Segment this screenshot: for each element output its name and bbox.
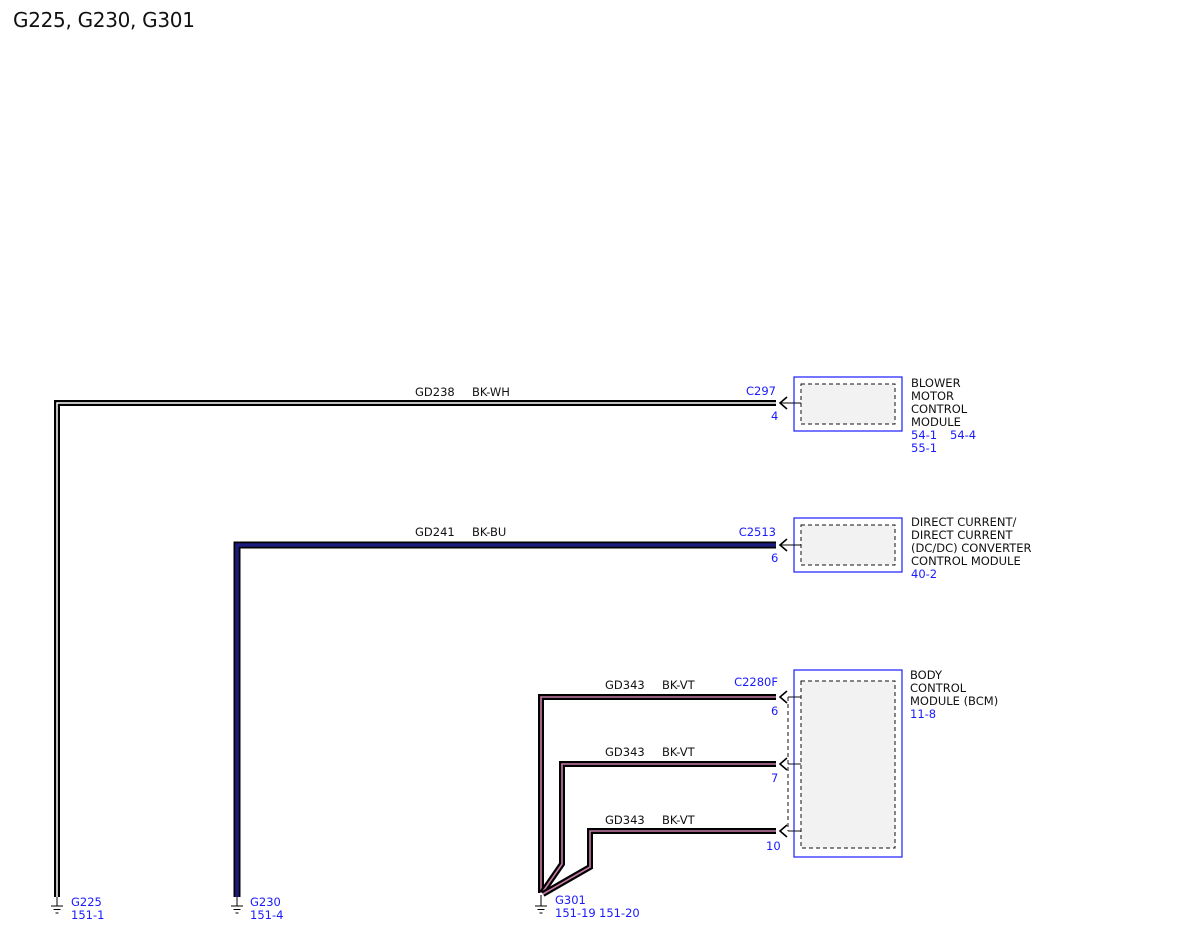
wire-gd238[interactable] bbox=[54, 400, 776, 897]
ground-icon bbox=[51, 897, 63, 914]
body-control-module[interactable] bbox=[787, 669, 903, 858]
wire-gd343-pin6[interactable] bbox=[538, 694, 776, 893]
wire-color-label: BK-WH bbox=[472, 385, 510, 399]
wire-gd343-pin7[interactable] bbox=[539, 761, 776, 895]
ground-ref[interactable]: 151-19 bbox=[555, 906, 596, 920]
pin-number: 6 bbox=[771, 704, 778, 718]
module-name-line: DIRECT CURRENT/ bbox=[911, 515, 1017, 529]
module-name-line: BLOWER bbox=[911, 376, 961, 390]
wire-circuit-label: GD343 bbox=[605, 813, 645, 827]
module-ref[interactable]: 40-2 bbox=[911, 567, 937, 581]
module-ref[interactable]: 54-4 bbox=[950, 428, 976, 442]
ground-ref[interactable]: 151-4 bbox=[250, 908, 283, 922]
module-ref[interactable]: 11-8 bbox=[910, 707, 936, 721]
wire-circuit-label: GD343 bbox=[605, 745, 645, 759]
connector-label: C2513 bbox=[739, 525, 776, 539]
ground-name: G301 bbox=[555, 893, 586, 907]
pin-number: 10 bbox=[766, 839, 781, 853]
module-name-line: CONTROL MODULE bbox=[911, 554, 1021, 568]
wire-color-label: BK-VT bbox=[662, 745, 696, 759]
pin-number: 7 bbox=[771, 771, 778, 785]
wire-circuit-label: GD241 bbox=[415, 525, 455, 539]
module-name-line: CONTROL bbox=[910, 681, 967, 695]
module-name-line: DIRECT CURRENT bbox=[911, 528, 1014, 542]
wire-gd343-pin10[interactable] bbox=[541, 828, 776, 897]
wire-color-label: BK-VT bbox=[662, 813, 696, 827]
wire-color-label: BK-BU bbox=[472, 525, 506, 539]
ground-icon bbox=[231, 897, 243, 914]
module-name-line: (DC/DC) CONVERTER bbox=[911, 541, 1032, 555]
connector-pin-arrow-icon bbox=[778, 824, 788, 838]
wire-circuit-label: GD238 bbox=[415, 385, 455, 399]
connector-pin-arrow-icon bbox=[778, 757, 788, 771]
connector-pin-arrow-icon bbox=[778, 690, 788, 704]
module-ref[interactable]: 55-1 bbox=[911, 441, 937, 455]
ground-icon bbox=[535, 895, 547, 914]
module-ref[interactable]: 54-1 bbox=[911, 428, 937, 442]
blower-motor-control-module[interactable] bbox=[793, 376, 903, 432]
connector-pin-arrow-icon bbox=[778, 538, 801, 552]
connector-pin-arrow-icon bbox=[778, 396, 801, 410]
module-name-line: CONTROL bbox=[911, 402, 968, 416]
module-name-line: MODULE bbox=[911, 415, 961, 429]
dcdc-converter-control-module[interactable] bbox=[793, 517, 903, 573]
ground-name: G225 bbox=[71, 895, 102, 909]
wire-gd241[interactable] bbox=[233, 541, 776, 897]
diagram-title: G225, G230, G301 bbox=[13, 8, 195, 32]
module-name-line: MOTOR bbox=[911, 389, 954, 403]
connector-label: C297 bbox=[746, 384, 776, 398]
wire-circuit-label: GD343 bbox=[605, 678, 645, 692]
pin-number: 4 bbox=[771, 409, 778, 423]
wire-color-label: BK-VT bbox=[662, 678, 696, 692]
ground-ref[interactable]: 151-1 bbox=[71, 908, 104, 922]
module-name-line: BODY bbox=[910, 668, 943, 682]
pin-number: 6 bbox=[771, 551, 778, 565]
module-name-line: MODULE (BCM) bbox=[910, 694, 998, 708]
ground-ref[interactable]: 151-20 bbox=[599, 906, 640, 920]
ground-name: G230 bbox=[250, 895, 281, 909]
connector-label: C2280F bbox=[734, 675, 778, 689]
